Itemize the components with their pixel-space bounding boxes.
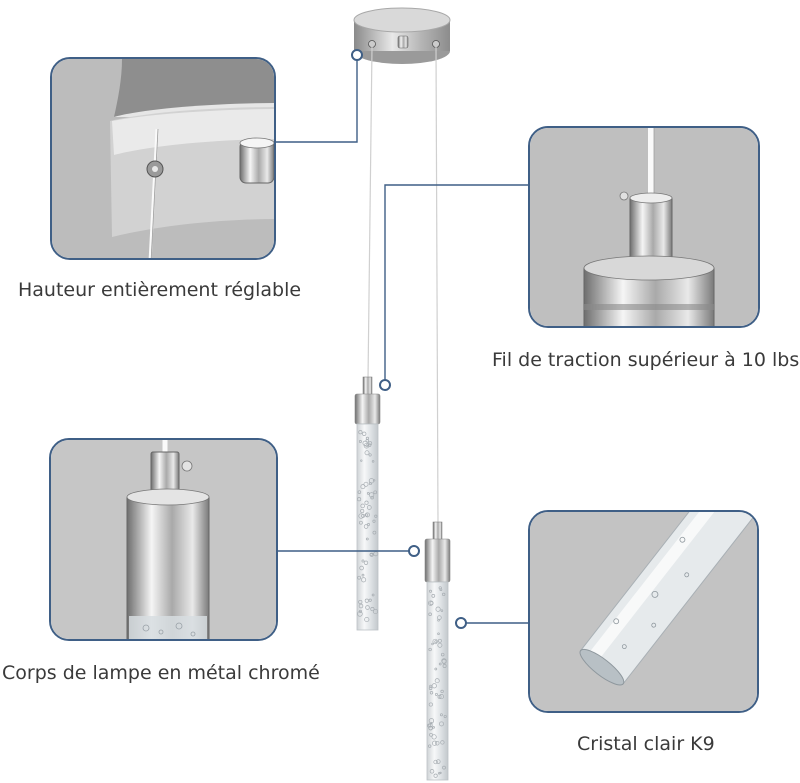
- detail-panel-pull-wire: [528, 126, 760, 328]
- caption-adjustable-height: Hauteur entièrement réglable: [18, 279, 302, 301]
- callout-markers: [351, 49, 467, 629]
- pendant-left: [354, 376, 381, 631]
- caption-pull-wire: Fil de traction supérieur à 10 lbs: [492, 349, 800, 371]
- detail-panel-crystal: [528, 510, 759, 713]
- caption-k9-crystal: Cristal clair K9: [577, 733, 715, 755]
- suspension-cables: [367, 46, 439, 525]
- detail-panel-lamp-body: [49, 438, 278, 641]
- ceiling-canopy: [353, 7, 451, 64]
- pendant-right: [424, 521, 451, 781]
- detail-panel-canopy: [50, 57, 276, 260]
- callout-lines: [276, 55, 528, 624]
- caption-chrome-body: Corps de lampe en métal chromé: [2, 662, 320, 684]
- crystal-bubbles: [357, 430, 447, 778]
